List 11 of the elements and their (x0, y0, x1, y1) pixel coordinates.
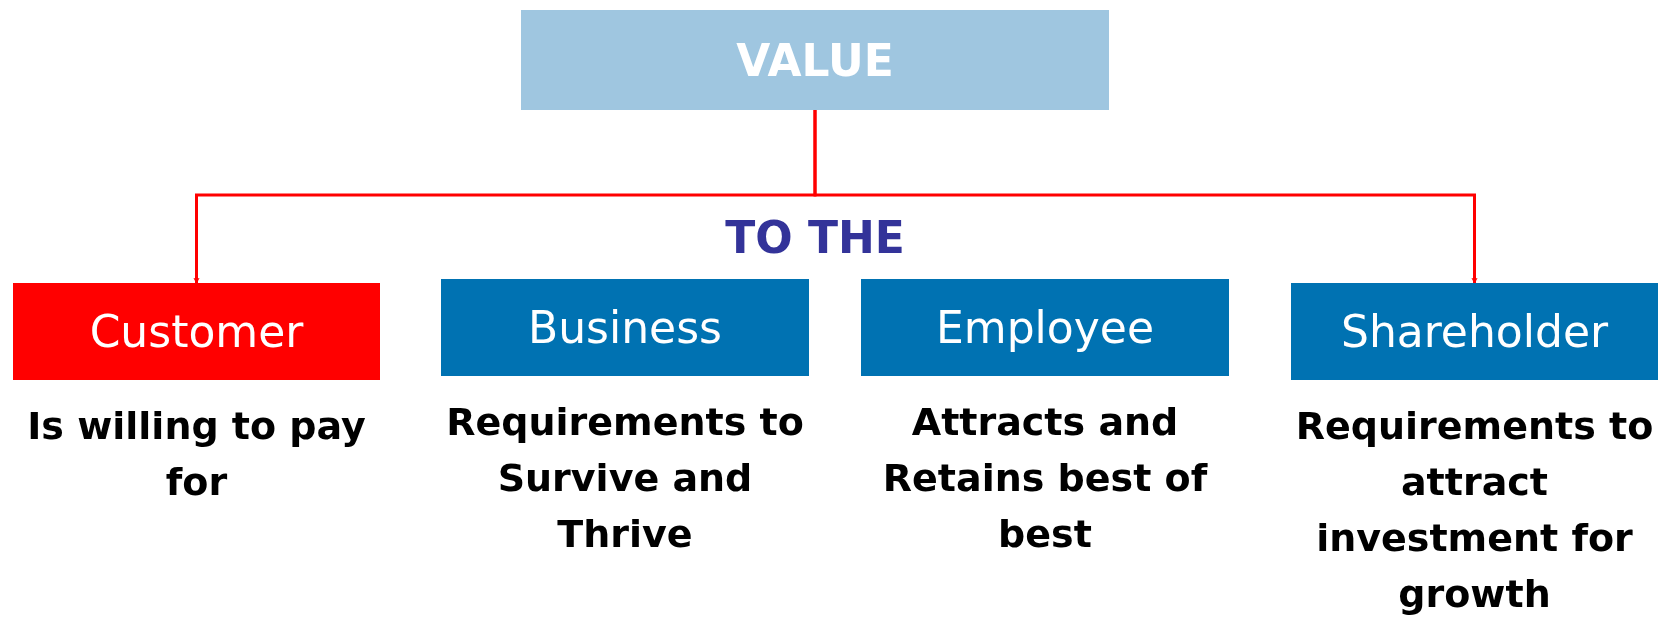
connector-label: TO THE (725, 212, 905, 263)
description-text: Is willing to pay for (26, 403, 367, 506)
description-text: Requirements to Survive and Thrive (445, 399, 805, 558)
category-box: Shareholder (1291, 283, 1658, 380)
description-text: Attracts and Retains best of best (881, 399, 1209, 558)
category-box: Employee (861, 279, 1229, 376)
category-box: Business (441, 279, 809, 376)
category-box: Customer (13, 283, 380, 380)
arrow (813, 110, 1478, 284)
description-text: Requirements to attract investment for growth (1294, 403, 1655, 618)
header-box: VALUE (521, 10, 1109, 110)
